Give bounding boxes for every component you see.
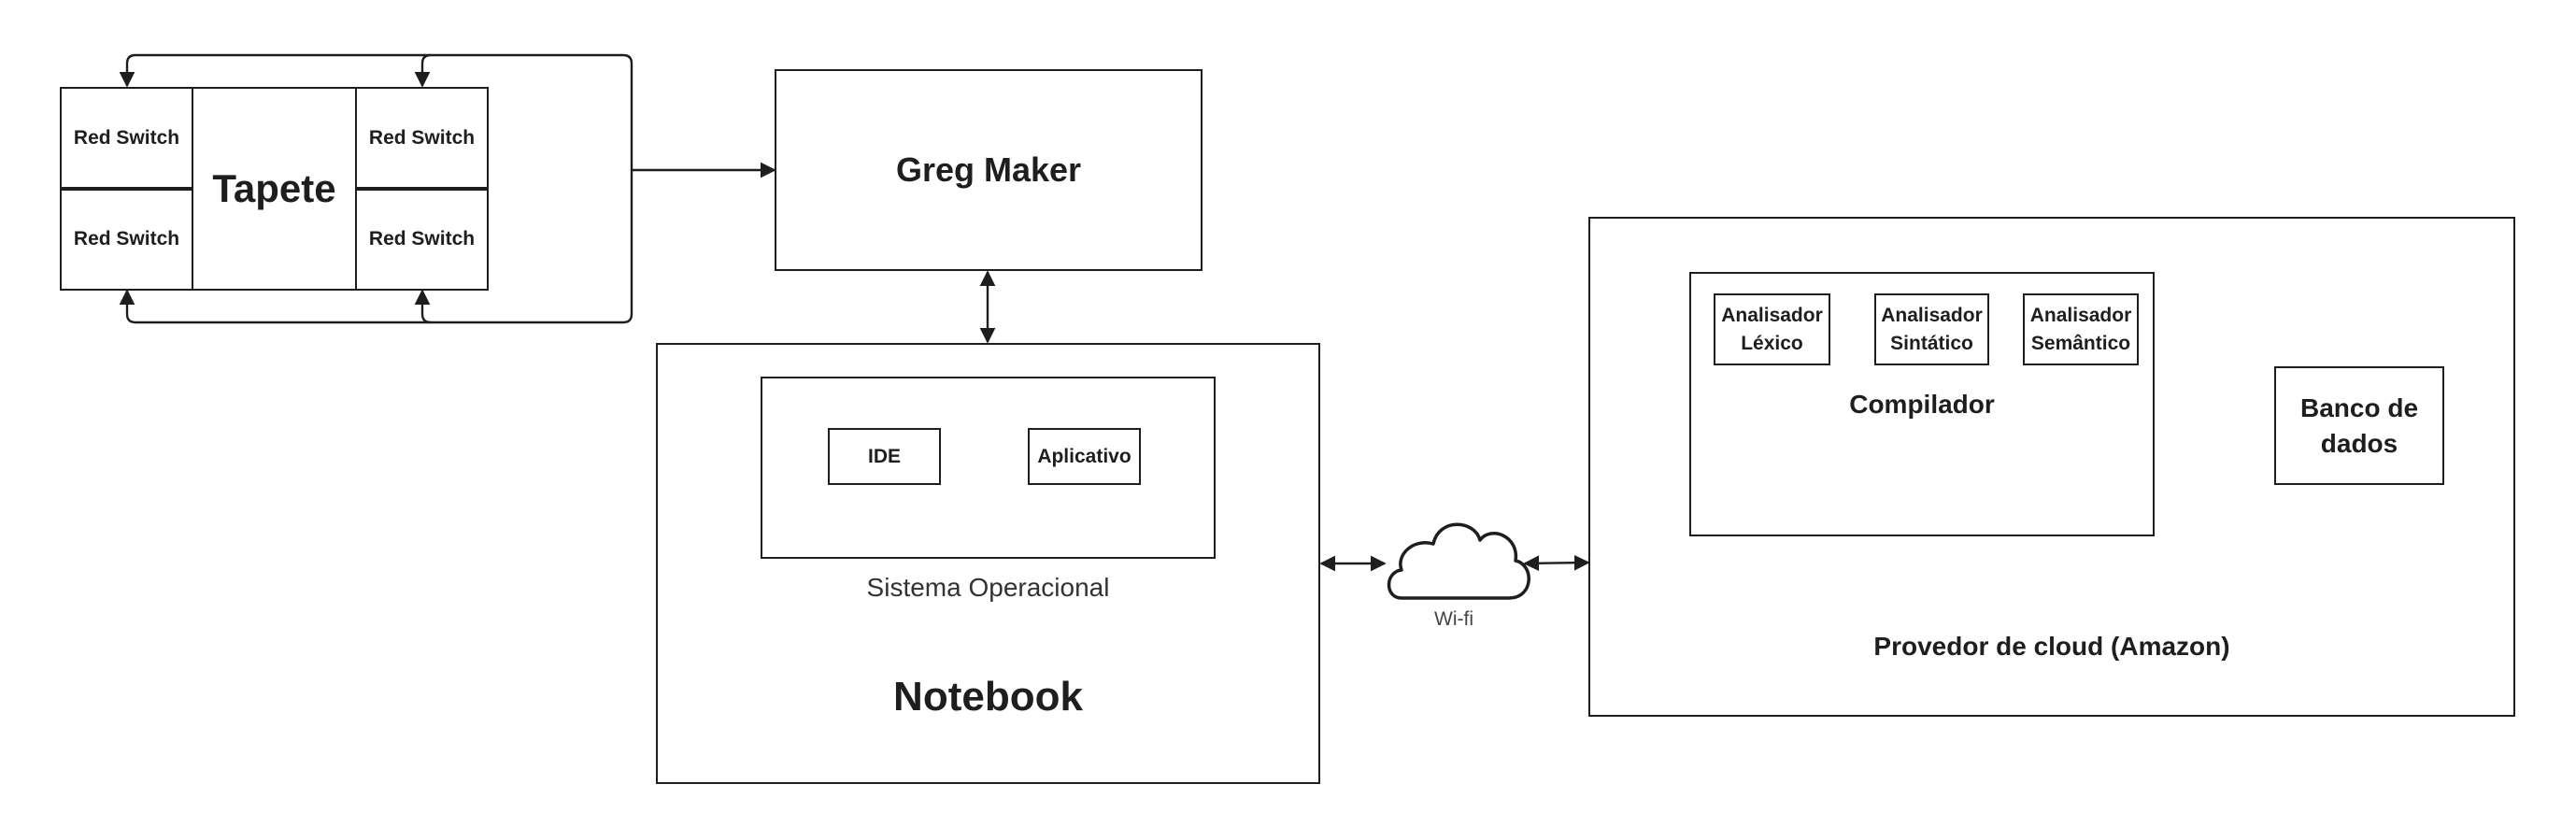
database-label: Banco de dados bbox=[2299, 392, 2419, 458]
semantic-box bbox=[2023, 293, 2139, 365]
cloud-provider-title: Provedor de cloud (Amazon) bbox=[1873, 632, 2230, 661]
loop-bottom-branch-wire bbox=[414, 289, 432, 324]
ide-label: IDE bbox=[867, 445, 901, 467]
compiler-label: Compilador bbox=[1849, 390, 1995, 419]
parser-box bbox=[1874, 293, 1989, 365]
switch-label: Red Switch bbox=[73, 127, 180, 149]
wifi-label: Wi-fi bbox=[1434, 608, 1473, 630]
tapete-mat bbox=[192, 87, 357, 291]
tapete-title: Tapete bbox=[212, 166, 336, 210]
switch-label: Red Switch bbox=[73, 228, 180, 250]
notebook-title: Notebook bbox=[893, 674, 1083, 720]
lexer-label: Analisador Léxico bbox=[1721, 305, 1823, 354]
switch-label: Red Switch bbox=[368, 127, 476, 149]
divider-left bbox=[60, 187, 193, 191]
app-label: Aplicativo bbox=[1037, 445, 1131, 467]
greg-maker-box bbox=[775, 69, 1203, 271]
switch-bottom-right bbox=[355, 188, 489, 291]
lexer-box bbox=[1714, 293, 1830, 365]
parser-label: Analisador Sintático bbox=[1881, 305, 1983, 354]
os-label: Sistema Operacional bbox=[866, 573, 1110, 602]
switch-label: Red Switch bbox=[368, 228, 476, 250]
app-box bbox=[1028, 428, 1141, 485]
database-box bbox=[2274, 366, 2444, 485]
greg-maker-title: Greg Maker bbox=[895, 150, 1082, 189]
loop-top-branch-wire bbox=[414, 53, 432, 88]
cloud-icon bbox=[1387, 522, 1530, 600]
semantic-label: Analisador Semântico bbox=[2029, 305, 2132, 354]
ide-box bbox=[828, 428, 941, 485]
divider-right bbox=[355, 187, 489, 191]
